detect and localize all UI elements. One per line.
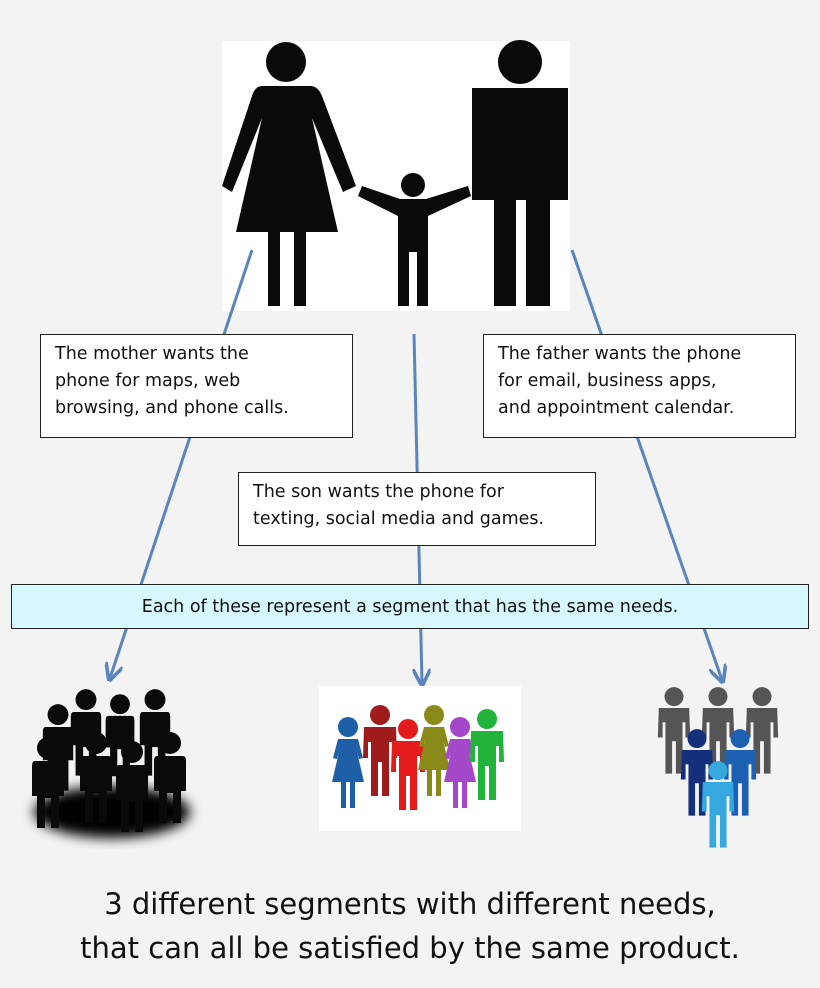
mother-needs-line: phone for maps, web	[55, 371, 241, 391]
mother-needs-box: The mother wants the phone for maps, web…	[40, 334, 353, 438]
child-figure	[358, 173, 471, 306]
conclusion-caption: 3 different segments with different need…	[0, 882, 820, 970]
caption-line: 3 different segments with different need…	[104, 887, 716, 921]
father-needs-line: The father wants the phone	[498, 344, 742, 364]
crowd-color-icon	[319, 686, 521, 831]
family-icon	[222, 40, 570, 311]
mother-needs-line: The mother wants the	[55, 344, 249, 364]
crowd-black-icon	[32, 689, 190, 838]
son-needs-line: The son wants the phone for	[253, 482, 504, 502]
mother-needs-line: browsing, and phone calls.	[55, 398, 289, 418]
father-needs-box: The father wants the phone for email, bu…	[483, 334, 796, 438]
father-needs-line: for email, business apps,	[498, 371, 717, 391]
segment-banner: Each of these represent a segment that h…	[11, 584, 809, 629]
son-needs-line: texting, social media and games.	[253, 509, 545, 529]
segment-banner-text: Each of these represent a segment that h…	[141, 596, 679, 617]
father-needs-line: and appointment calendar.	[498, 398, 735, 418]
son-needs-box: The son wants the phone for texting, soc…	[238, 472, 596, 546]
caption-line: that can all be satisfied by the same pr…	[80, 931, 740, 965]
crowd-blue-icon	[657, 687, 779, 848]
mother-figure	[222, 42, 356, 306]
father-figure	[472, 40, 568, 306]
